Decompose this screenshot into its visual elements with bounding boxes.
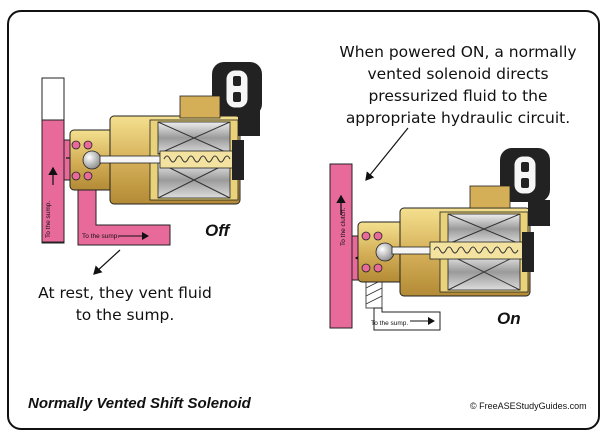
sump-label-on: To the sump.	[371, 320, 408, 327]
state-off-label: Off	[205, 221, 230, 240]
connector-pin-off-2	[233, 92, 241, 102]
bracket-on	[528, 200, 550, 226]
port-off-1	[71, 140, 81, 150]
port-off-3	[71, 171, 81, 181]
clutch-label-on: To the clutch.	[340, 208, 347, 246]
armature-off	[159, 150, 235, 169]
powered-on-note: When powered ON, a normally vented solen…	[339, 43, 577, 127]
state-on-label: On	[497, 309, 521, 328]
port-off-4	[83, 171, 93, 181]
end-cap-off	[232, 140, 244, 180]
port-on-3	[361, 263, 371, 273]
sump-label-horizontal-off: To the sump.	[82, 233, 119, 240]
port-on-2	[373, 231, 383, 241]
at-rest-note: At rest, they vent fluid to the sump.	[38, 284, 212, 324]
connector-base-on	[469, 185, 511, 209]
credit-text: © FreeASEStudyGuides.com	[470, 401, 587, 411]
port-on-4	[373, 263, 383, 273]
sump-label-vertical-off: To the sump.	[45, 201, 52, 238]
callout-arrow-rest	[93, 265, 103, 275]
bracket-off	[238, 110, 260, 136]
spring-off	[163, 155, 231, 163]
connector-pin-on-2	[521, 178, 529, 188]
connector-pin-off-1	[233, 76, 241, 86]
callout-arrow-on	[365, 127, 409, 181]
callout-line-rest	[95, 249, 121, 273]
armature-on	[429, 241, 525, 260]
end-cap-on	[522, 232, 534, 272]
coil-top-cross-on	[447, 213, 521, 245]
coil-cross-on	[447, 253, 521, 291]
check-ball-off	[82, 150, 102, 170]
connector-base-off	[179, 95, 221, 119]
connector-socket-off	[225, 69, 249, 109]
port-off-2	[83, 140, 93, 150]
solenoid-off: To the sump. To the sump.	[41, 62, 262, 246]
solenoid-on: To the clutch. To the sump.	[329, 148, 550, 331]
check-ball-on	[375, 242, 395, 262]
spring-on	[433, 246, 519, 254]
connector-pin-on-1	[521, 162, 529, 172]
connector-socket-on	[513, 155, 537, 195]
sump-path-on	[373, 307, 441, 331]
port-on-1	[361, 231, 371, 241]
figure-caption: Normally Vented Shift Solenoid	[28, 395, 251, 412]
